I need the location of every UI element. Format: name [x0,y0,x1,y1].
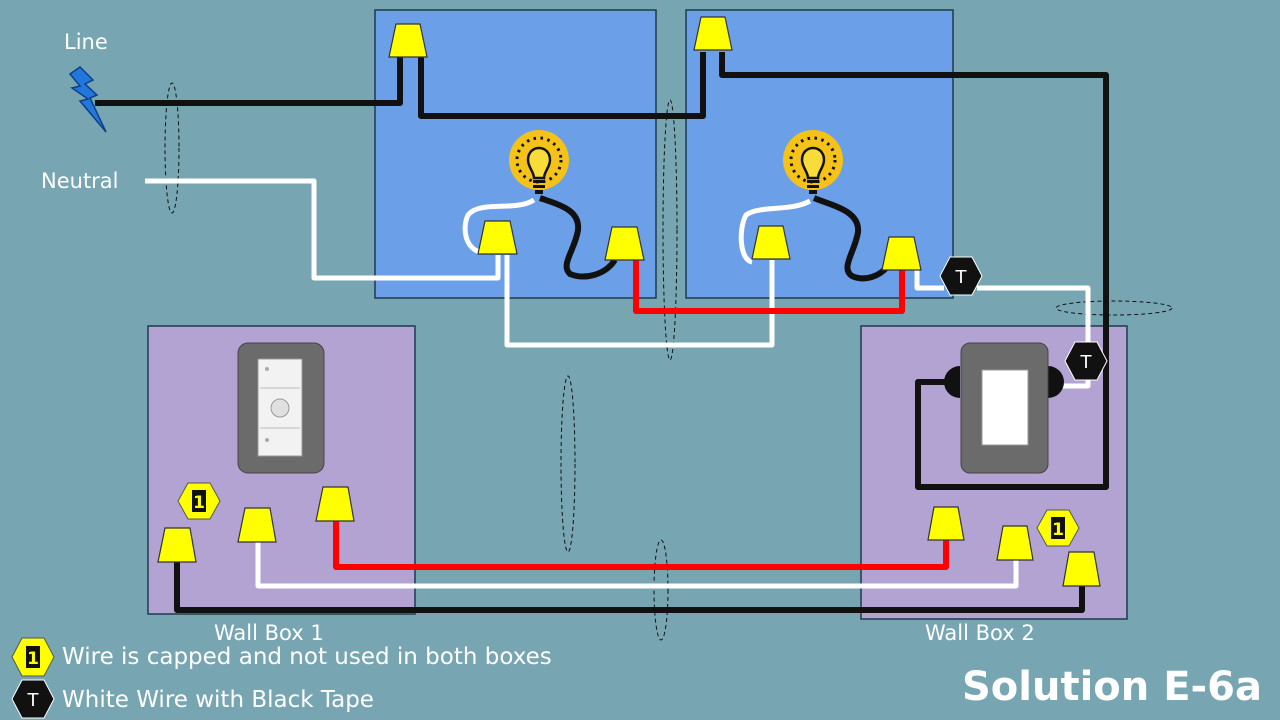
legend-tape-icon: T [11,679,55,719]
taped-white-wire [914,270,944,291]
wire-nut-lb2-neutral [751,225,791,260]
diagram-title: Solution E-6a [962,664,1262,710]
light-bulb-icon [783,130,843,194]
tape-marker: T [939,256,983,296]
cable-bundle-bottom [653,539,669,641]
wire-nut-lb1-red [604,226,645,261]
wallbox-black-wire [174,560,1085,613]
red-light-wire [633,260,905,314]
line-hot-wire [95,55,403,106]
capped-marker-label: 1 [1052,520,1064,540]
wire-nut-wb1-white [237,507,277,543]
wire-nut-wb1-red [315,486,355,522]
bulb1-black-lead [539,195,618,280]
capped-marker: 1 [1036,509,1080,547]
wire-nut-wb2-black [1062,551,1101,587]
wire-nut-lb1-top [388,23,428,58]
red-traveler-wire [333,520,949,570]
bulb2-black-lead [812,195,891,282]
dimmer-switch-icon [237,342,325,474]
taped-white-wire-run [977,285,1091,345]
legend-capped-text: Wire is capped and not used in both boxe… [62,644,552,670]
legend-tape-text: White Wire with Black Tape [62,687,374,713]
hot-jumper-wire [418,52,706,119]
cable-bundle-right [1055,300,1173,316]
tape-marker-label: T [955,267,968,288]
wallbox-white-wire [255,542,1019,589]
lightning-bolt-icon [68,66,107,133]
bulb2-white-lead [738,198,812,265]
legend-capped-marker: 1 [27,649,39,669]
capped-marker-label: 1 [193,493,205,513]
neutral-wire [145,178,501,281]
legend-capped-icon: 1 [11,637,55,677]
neutral-jumper-wire [504,255,775,348]
wire-nut-lb2-red [881,236,922,271]
cable-bundle-top [662,99,678,361]
line-label: Line [64,30,108,54]
cable-bundle-middle [560,375,576,553]
tape-marker: T [1064,341,1108,381]
wire-nut-wb2-red [927,506,965,541]
light-bulb-icon [509,130,569,194]
switched-hot-wire [719,52,1109,490]
cable-bundle-line [164,82,180,214]
wall-box-2-label: Wall Box 2 [925,621,1035,645]
tape-marker-label: T [1080,352,1093,373]
capped-marker: 1 [177,482,221,520]
wall-box-1-label: Wall Box 1 [214,621,324,645]
bulb1-white-lead [462,197,536,255]
rocker-switch-icon [944,342,1064,474]
neutral-label: Neutral [41,169,119,193]
wire-nut-wb1-black [157,527,197,563]
wire-nut-lb1-neutral [477,220,518,255]
wire-nut-lb2-top [693,16,733,51]
wire-nut-wb2-white [996,525,1034,561]
legend-tape-marker: T [27,690,40,711]
